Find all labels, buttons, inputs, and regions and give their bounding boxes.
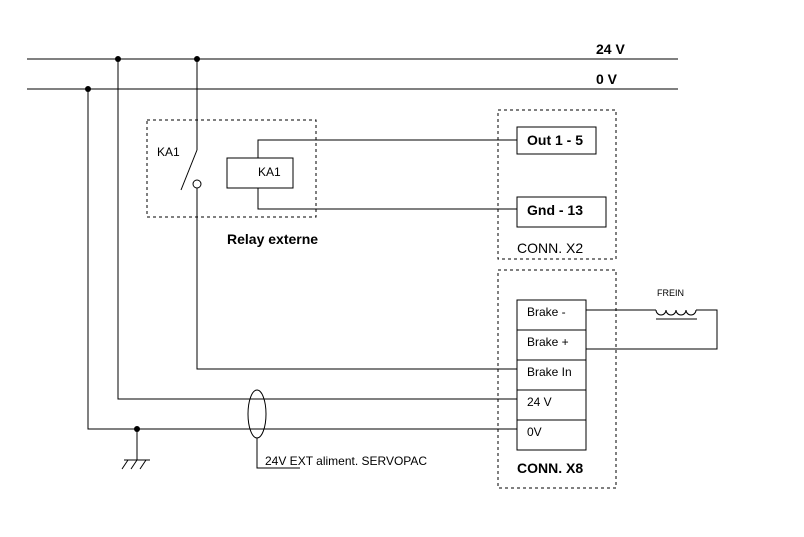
cable-bundle-ellipse bbox=[247, 389, 267, 439]
x8-24v-wire bbox=[117, 59, 517, 400]
relay-contact-terminal bbox=[192, 179, 202, 189]
x8-0v-wire bbox=[87, 89, 517, 430]
conn-x8-pin-label: Brake + bbox=[527, 335, 569, 349]
relay-contact-label: KA1 bbox=[157, 145, 180, 159]
conn-x8-pin-label: 24 V bbox=[527, 395, 552, 409]
coil-wire-bottom bbox=[257, 188, 517, 210]
brake-label: FREIN bbox=[657, 288, 684, 298]
coil-wire-top bbox=[257, 139, 517, 158]
brake-coil-icon bbox=[655, 309, 697, 316]
relay-box bbox=[146, 119, 317, 218]
conn-x8-pin-label: 0V bbox=[527, 425, 542, 439]
ground-hatch bbox=[130, 459, 138, 470]
supply-label: 24V EXT aliment. SERVOPAC bbox=[265, 454, 427, 468]
rail-0v-label: 0 V bbox=[596, 71, 618, 87]
conn-x8-pin-0v bbox=[516, 419, 587, 451]
conn-x2-pin-gnd bbox=[516, 196, 607, 228]
conn-x2-box bbox=[497, 109, 617, 260]
conn-x8-box bbox=[497, 269, 617, 489]
conn-x8-pin-label: Brake - bbox=[527, 305, 566, 319]
ground-hatch bbox=[121, 459, 129, 470]
relay-coil bbox=[226, 157, 294, 189]
relay-contact-switch bbox=[180, 149, 198, 191]
rail-24v-label: 24 V bbox=[596, 41, 625, 57]
brake-return-wire bbox=[586, 309, 718, 350]
conn-x2-pin-gnd-label: Gnd - 13 bbox=[527, 202, 583, 218]
conn-x2-title: CONN. X2 bbox=[517, 240, 583, 256]
brake-in-wire bbox=[196, 188, 517, 370]
relay-coil-label: KA1 bbox=[258, 165, 281, 179]
supply-leader bbox=[256, 438, 300, 469]
ground-hatch bbox=[139, 459, 147, 470]
relay-caption: Relay externe bbox=[227, 231, 318, 247]
conn-x8-pin-label: Brake In bbox=[527, 365, 572, 379]
conn-x2-pin-out-label: Out 1 - 5 bbox=[527, 132, 583, 148]
conn-x2-pin-out bbox=[516, 126, 597, 155]
conn-x8-title: CONN. X8 bbox=[517, 460, 583, 476]
